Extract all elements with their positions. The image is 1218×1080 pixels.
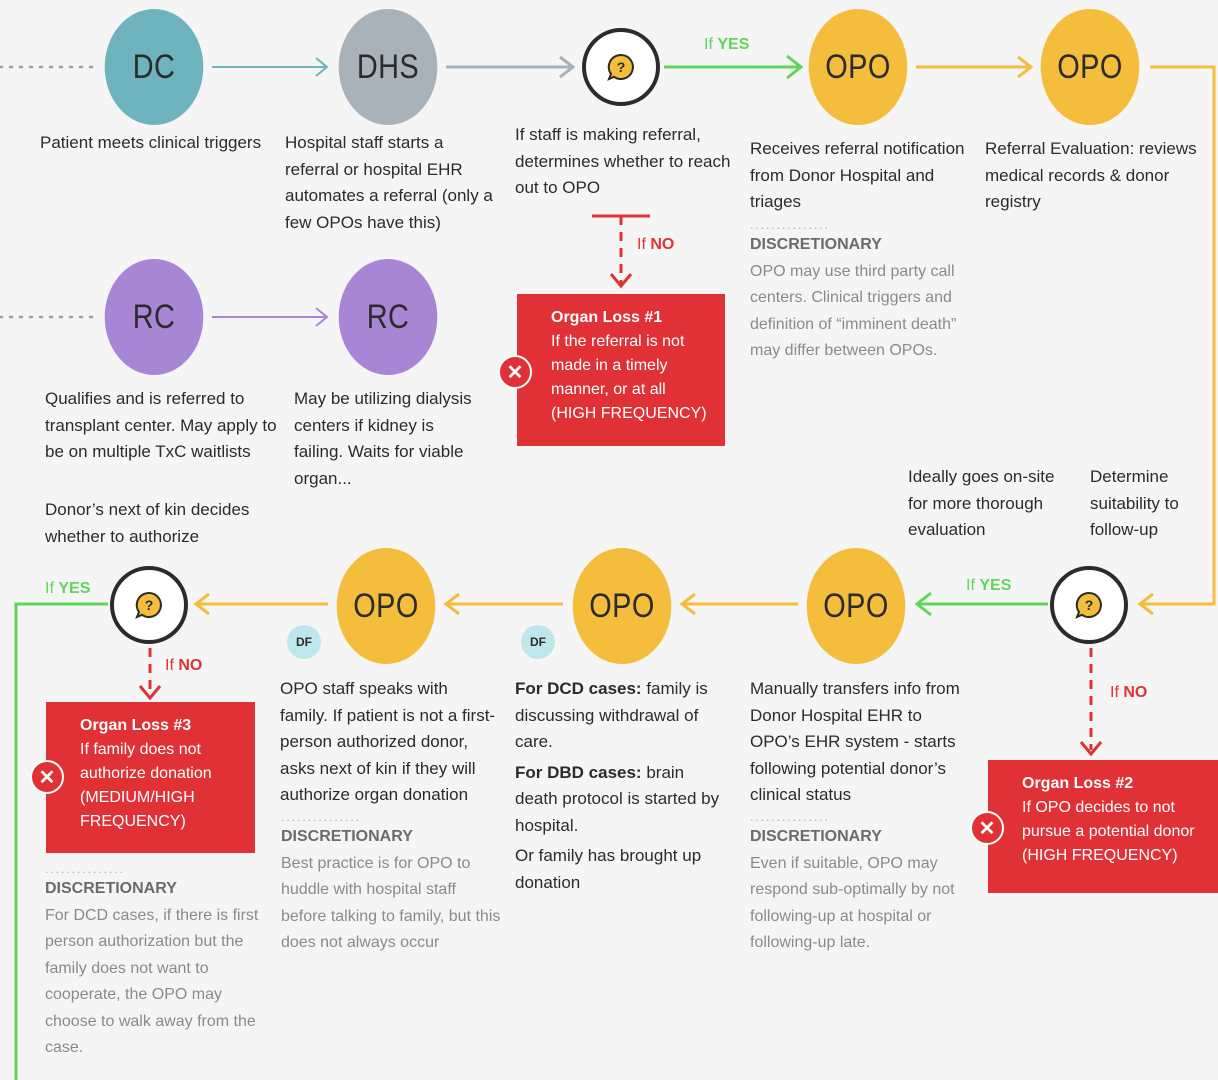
node-opo-family: OPO bbox=[336, 548, 436, 664]
no-label: If NO bbox=[165, 657, 203, 674]
text-opo-evaluation: Referral Evaluation: reviews medical rec… bbox=[985, 139, 1197, 211]
yes-label: If YES bbox=[704, 36, 750, 53]
text-dc: Patient meets clinical triggers bbox=[40, 133, 262, 152]
node-opo-receives: OPO bbox=[808, 9, 908, 125]
node-rc-waits: RC bbox=[338, 259, 438, 375]
organ-loss-1: Organ Loss #1 If the referral is not mad… bbox=[517, 294, 725, 446]
decision-node-authorize: ? bbox=[110, 566, 188, 644]
text-opo-family: OPO staff speaks with family. If patient… bbox=[280, 679, 496, 804]
text-decision-referral: If staff is making referral, determines … bbox=[515, 125, 731, 197]
text-rc-waits: May be utilizing dialysis centers if kid… bbox=[294, 389, 472, 488]
df-badge: DF bbox=[521, 625, 555, 659]
organ-loss-2: Organ Loss #2 If OPO decides to not purs… bbox=[988, 760, 1218, 893]
text-ideally-onsite: Ideally goes on-site for more thorough e… bbox=[908, 467, 1055, 539]
discretionary-note: ............... DISCRETIONARY For DCD ca… bbox=[45, 862, 259, 1056]
node-opo-transfer: OPO bbox=[806, 548, 906, 664]
question-bubble-icon: ? bbox=[135, 591, 162, 619]
decision-node-referral: ? bbox=[582, 28, 660, 106]
no-label: If NO bbox=[637, 236, 675, 253]
yes-label: If YES bbox=[966, 577, 1012, 594]
text-opo-transfer: Manually transfers info from Donor Hospi… bbox=[750, 679, 960, 804]
svg-text:?: ? bbox=[1085, 597, 1094, 613]
question-bubble-icon: ? bbox=[1075, 591, 1102, 619]
close-icon: ✕ bbox=[498, 355, 532, 389]
discretionary-note: ............... DISCRETIONARY Even if su… bbox=[750, 810, 955, 951]
discretionary-note: ............... DISCRETIONARY Best pract… bbox=[281, 810, 501, 951]
close-icon: ✕ bbox=[970, 811, 1004, 845]
decision-node-suitability: ? bbox=[1050, 566, 1128, 644]
text-dhs: Hospital staff starts a referral or hosp… bbox=[285, 133, 493, 232]
node-opo-cases: OPO bbox=[572, 548, 672, 664]
svg-text:?: ? bbox=[617, 59, 626, 75]
df-badge: DF bbox=[287, 625, 321, 659]
question-bubble-icon: ? bbox=[607, 53, 634, 81]
node-dc: DC bbox=[104, 9, 204, 125]
text-rc-qualifies: Qualifies and is referred to transplant … bbox=[45, 389, 277, 461]
text-next-of-kin: Donor’s next of kin decides whether to a… bbox=[45, 500, 250, 546]
node-opo-evaluation: OPO bbox=[1040, 9, 1140, 125]
no-label: If NO bbox=[1110, 684, 1148, 701]
text-determine-suitability: Determine suitability to follow-up bbox=[1090, 467, 1179, 539]
yes-label: If YES bbox=[45, 580, 91, 597]
text-opo-cases: For DCD cases: family is discussing with… bbox=[515, 679, 720, 892]
close-icon: ✕ bbox=[30, 760, 64, 794]
text-opo-receives: Receives referral notification from Dono… bbox=[750, 139, 965, 211]
discretionary-note: ............... DISCRETIONARY OPO may us… bbox=[750, 218, 957, 359]
svg-text:?: ? bbox=[145, 597, 154, 613]
node-dhs: DHS bbox=[338, 9, 438, 125]
organ-loss-3: Organ Loss #3 If family does not authori… bbox=[46, 702, 255, 853]
node-rc-qualifies: RC bbox=[104, 259, 204, 375]
